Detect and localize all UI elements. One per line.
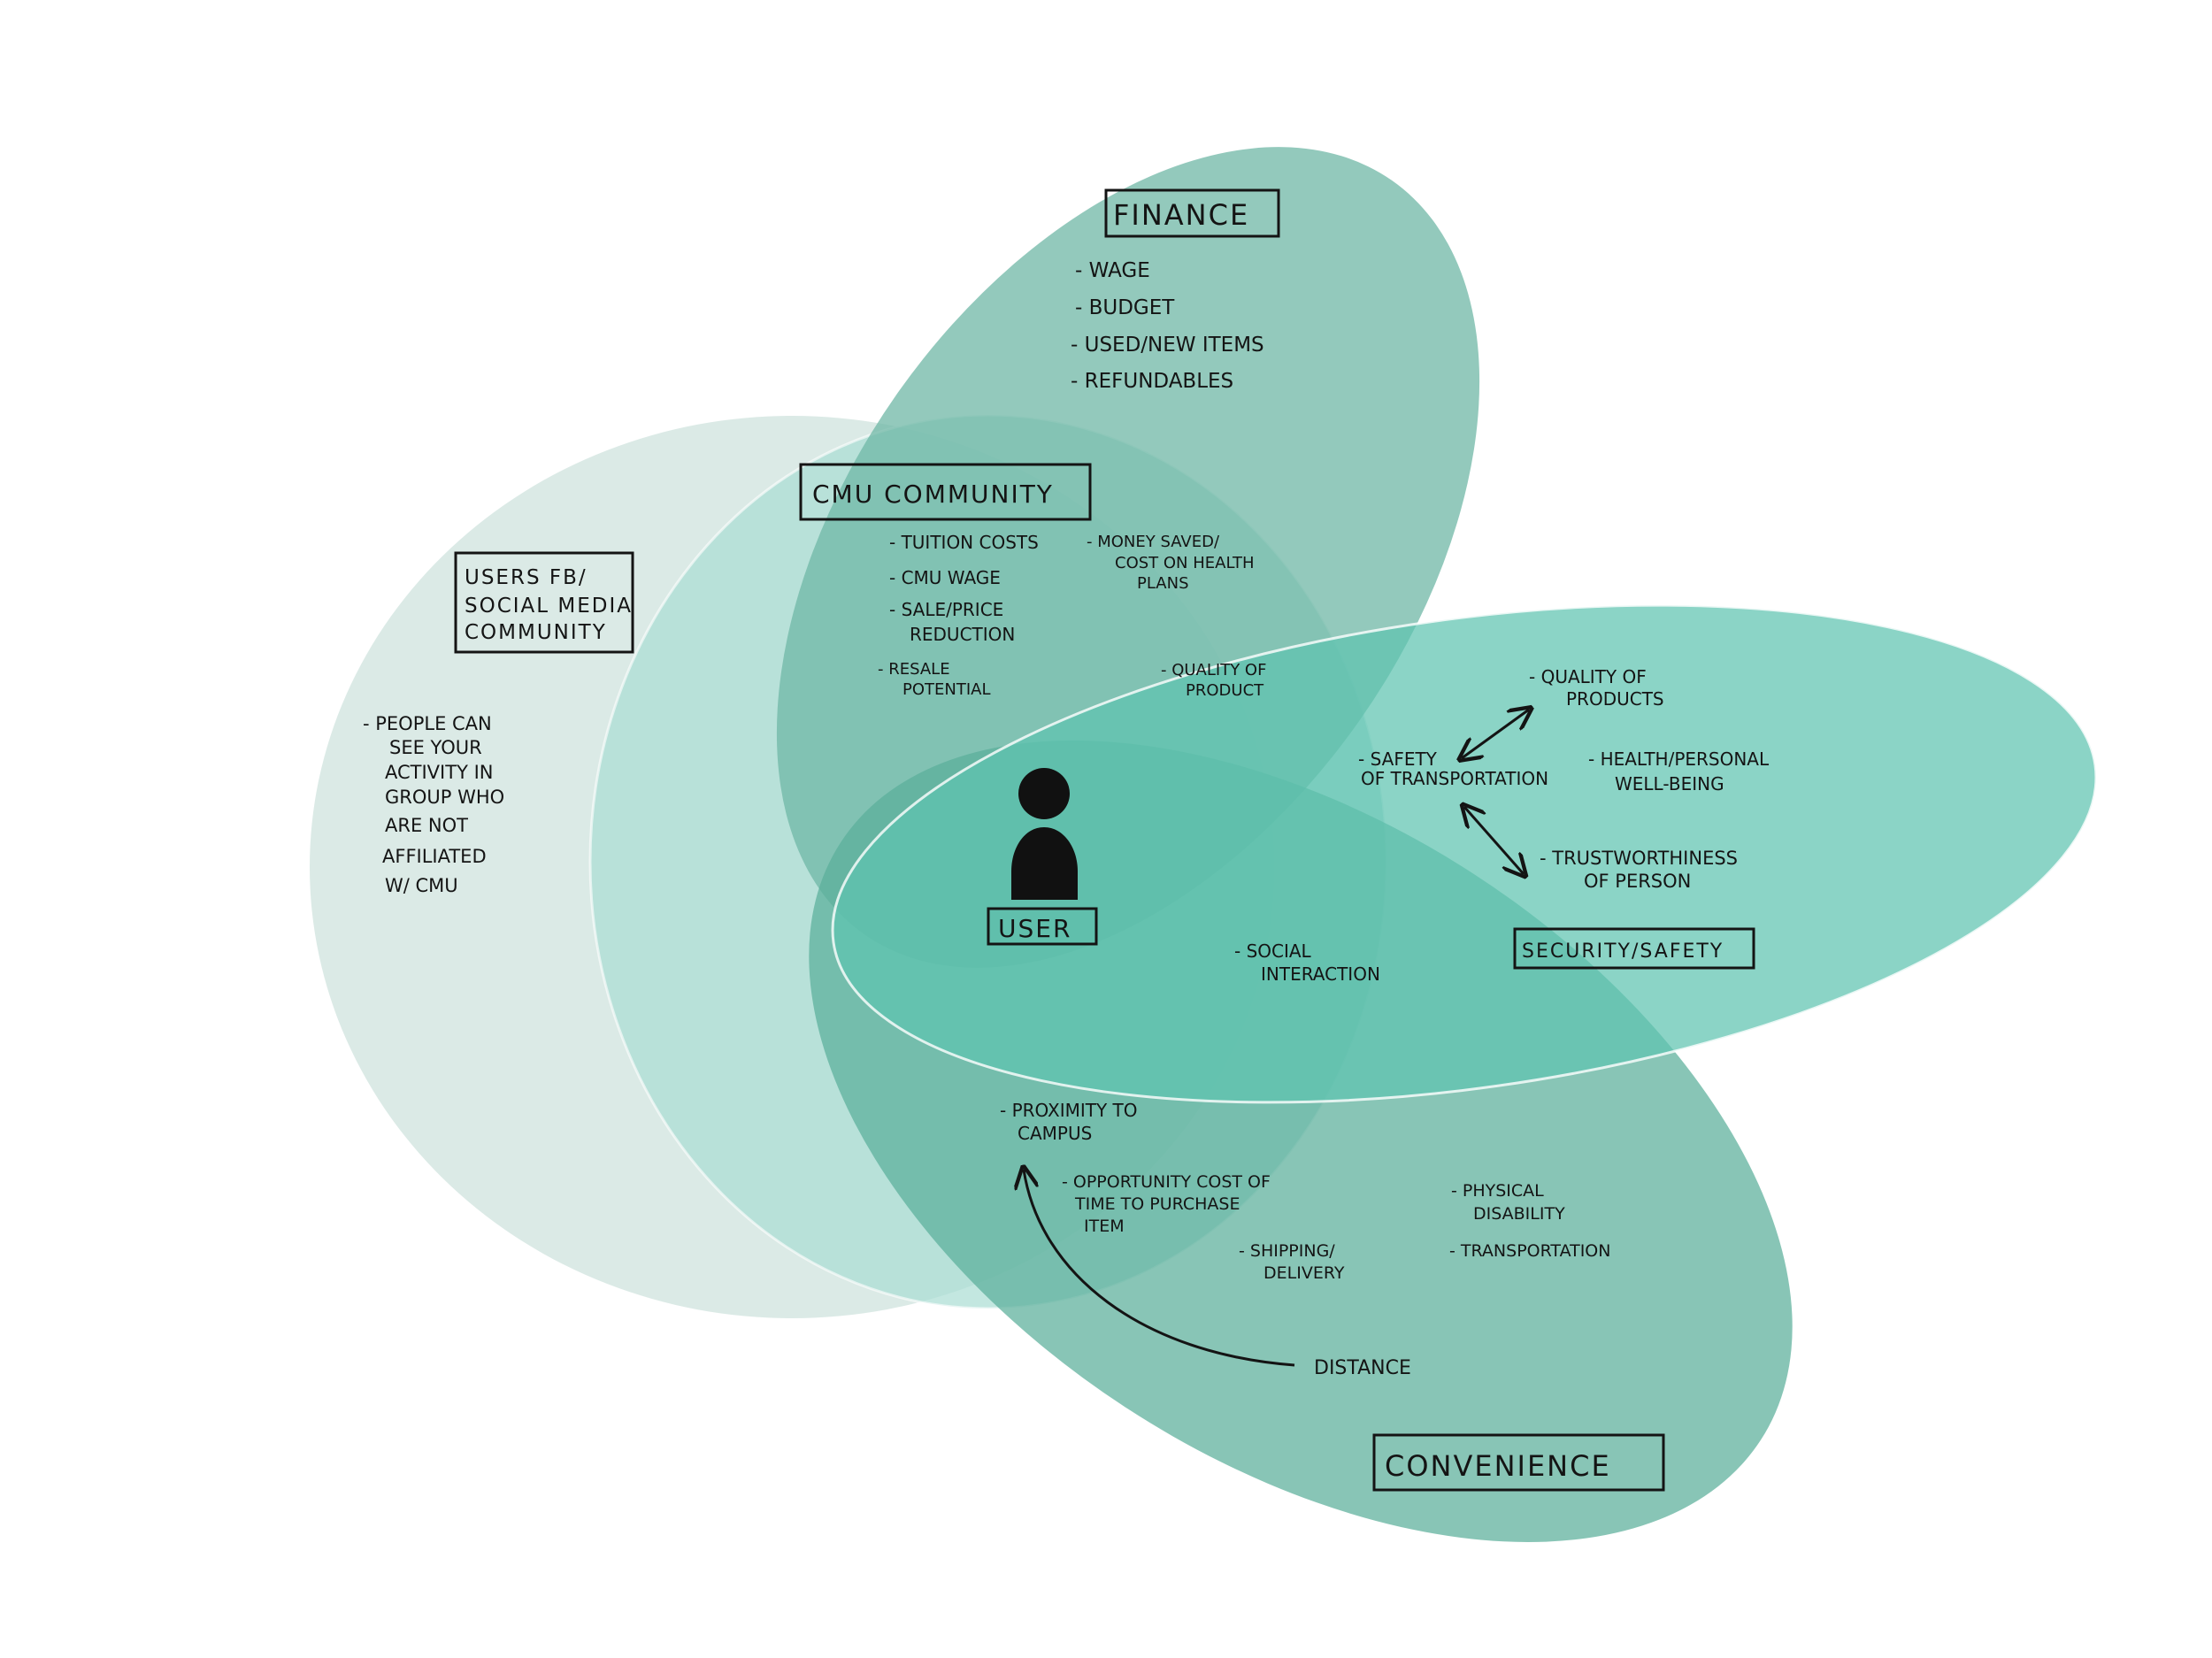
shapes (310, 147, 2098, 1542)
finance-title-box (1104, 188, 1280, 238)
proximity-item: - PROXIMITY TO (1000, 1100, 1138, 1121)
transportation-item: - TRANSPORTATION (1449, 1241, 1610, 1261)
users-fb-title-line: COMMUNITY (465, 621, 607, 644)
money-saved-item: PLANS (1137, 574, 1189, 593)
user-label: USER (998, 914, 1071, 943)
cmu-wage-item: - CMU WAGE (889, 567, 1001, 588)
users-fb-item: ARE NOT (385, 815, 468, 836)
person-icon (1011, 768, 1078, 900)
finance-area: FINANCE - WAGE - BUDGET - USED/NEW ITEMS… (1071, 188, 1280, 393)
finance-cmu-overlap-area: - MONEY SAVED/ COST ON HEALTH PLANS - QU… (1087, 533, 1266, 700)
security-health-item: WELL-BEING (1615, 773, 1724, 794)
convenience-title: CONVENIENCE (1385, 1449, 1611, 1483)
finance-title: FINANCE (1113, 198, 1249, 232)
users-fb-item: ACTIVITY IN (385, 762, 493, 783)
social-interaction-item: INTERACTION (1261, 963, 1380, 985)
cmu-resale-item: - RESALE (878, 660, 950, 679)
security-title: SECURITY/SAFETY (1522, 940, 1724, 963)
user-figure: USER (987, 768, 1098, 946)
users-fb-item: W/ CMU (385, 875, 458, 896)
users-fb-item: SEE YOUR (389, 737, 482, 758)
user-label-box (987, 907, 1098, 946)
arrow-to-quality-icon (1462, 710, 1529, 758)
physical-disability-item: - PHYSICAL (1451, 1181, 1544, 1201)
cmu-community-title: CMU COMMUNITY (812, 480, 1054, 509)
users-fb-item: AFFILIATED (382, 846, 487, 867)
cmu-sale-item: - SALE/PRICE (889, 599, 1003, 620)
finance-item: - REFUNDABLES (1071, 370, 1233, 393)
users-fb-title-line: USERS FB/ (465, 566, 588, 589)
users-fb-area: USERS FB/ SOCIAL MEDIA COMMUNITY - PEOPL… (363, 551, 634, 896)
cmu-sale-item: REDUCTION (910, 624, 1015, 645)
finance-item: - USED/NEW ITEMS (1071, 334, 1264, 357)
money-saved-item: COST ON HEALTH (1115, 554, 1255, 572)
users-fb-item: - PEOPLE CAN (363, 713, 492, 734)
money-saved-item: - MONEY SAVED/ (1087, 533, 1220, 551)
opportunity-item: ITEM (1084, 1217, 1125, 1236)
center-area: - SOCIAL INTERACTION (1234, 940, 1380, 985)
cmu-tuition-item: - TUITION COSTS (889, 532, 1039, 553)
finance-item: - BUDGET (1075, 296, 1175, 319)
users-fb-title-box (454, 551, 634, 654)
users-fb-title-line: SOCIAL MEDIA (465, 595, 633, 618)
security-trust-item: - TRUSTWORTHINESS (1540, 848, 1738, 869)
finance-item: - WAGE (1075, 259, 1150, 282)
physical-disability-item: DISABILITY (1473, 1204, 1565, 1224)
security-title-box (1513, 927, 1755, 970)
security-area: - QUALITY OF PRODUCTS - SAFETY OF TRANSP… (1358, 666, 1770, 970)
security-quality-item: PRODUCTS (1566, 688, 1664, 710)
opportunity-item: TIME TO PURCHASE (1074, 1194, 1240, 1214)
convenience-area: - PROXIMITY TO CAMPUS - OPPORTUNITY COST… (1000, 1100, 1665, 1492)
distance-label: DISTANCE (1314, 1357, 1411, 1379)
cmu-community-area: CMU COMMUNITY - TUITION COSTS - CMU WAGE… (799, 463, 1092, 699)
opportunity-item: - OPPORTUNITY COST OF (1062, 1172, 1271, 1192)
proximity-item: CAMPUS (1018, 1123, 1092, 1144)
quality-of-product-item: PRODUCT (1186, 681, 1264, 700)
arrow-to-trust-icon (1464, 807, 1524, 874)
security-safety-item: - SAFETY (1358, 748, 1438, 770)
cmu-community-title-box (799, 463, 1092, 521)
distance-arrow-icon (1024, 1170, 1295, 1367)
convenience-title-box (1372, 1433, 1665, 1492)
social-interaction-item: - SOCIAL (1234, 940, 1312, 962)
security-trust-item: OF PERSON (1584, 871, 1691, 892)
shipping-item: - SHIPPING/ (1239, 1241, 1335, 1261)
shipping-item: DELIVERY (1263, 1263, 1345, 1283)
security-quality-item: - QUALITY OF (1529, 666, 1647, 687)
users-fb-item: GROUP WHO (385, 787, 504, 808)
security-safety-item: OF TRANSPORTATION (1361, 768, 1548, 789)
cmu-resale-item: POTENTIAL (902, 680, 991, 699)
security-health-item: - HEALTH/PERSONAL (1588, 748, 1770, 770)
quality-of-product-item: - QUALITY OF (1161, 661, 1266, 679)
